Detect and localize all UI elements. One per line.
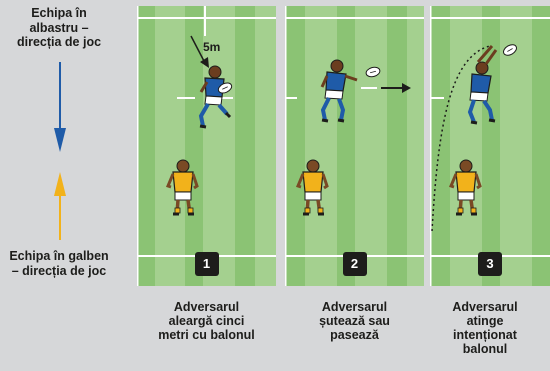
caption-step-3: Adversarul atinge intenționat balonul <box>420 300 550 356</box>
blue-down-arrow <box>54 62 66 152</box>
legend-line: albastru – <box>29 20 89 35</box>
caption-line: Adversarul <box>452 300 518 314</box>
caption-line: șutează sau <box>319 314 390 328</box>
legend-line: Echipa în <box>31 6 87 20</box>
step-badge: 1 <box>194 252 219 276</box>
rugby-field <box>285 6 424 286</box>
arrow-right-icon <box>381 83 411 93</box>
legend-line: – direcția de joc <box>11 263 107 278</box>
yellow-up-arrow <box>54 172 66 240</box>
direction-arrows <box>54 62 66 240</box>
legend-line: Echipa în galben <box>9 249 109 263</box>
step-badge: 3 <box>478 252 502 276</box>
rugby-field <box>137 6 276 286</box>
caption-line: Adversarul <box>321 300 388 314</box>
blue-player-icon <box>320 59 358 123</box>
blue-player-icon <box>467 45 498 125</box>
caption-line: atinge <box>466 314 504 328</box>
legend-line: direcția de joc <box>16 35 102 49</box>
caption-line: metri cu balonul <box>158 328 255 342</box>
caption-line: pasează <box>330 328 379 342</box>
blue-team-legend: Echipa în albastru – direcția de joc <box>0 6 118 50</box>
panel-step-3: 3 <box>430 6 550 286</box>
rugby-field <box>430 6 550 286</box>
distance-label: 5m <box>203 40 221 54</box>
caption-line: intenționat <box>453 328 517 342</box>
panel-step-1: 5m 1 <box>137 6 276 286</box>
blue-player-icon <box>198 65 234 129</box>
caption-line: Adversarul <box>173 300 240 314</box>
caption-line: aleargă cinci <box>168 314 245 328</box>
yellow-team-legend: Echipa în galben – direcția de joc <box>0 249 118 278</box>
caption-step-1: Adversarul aleargă cinci metri cu balonu… <box>137 300 276 342</box>
panel-step-2: 2 <box>285 6 424 286</box>
caption-line: balonul <box>462 342 508 356</box>
step-badge: 2 <box>342 252 367 276</box>
caption-step-2: Adversarul șutează sau pasează <box>285 300 424 342</box>
